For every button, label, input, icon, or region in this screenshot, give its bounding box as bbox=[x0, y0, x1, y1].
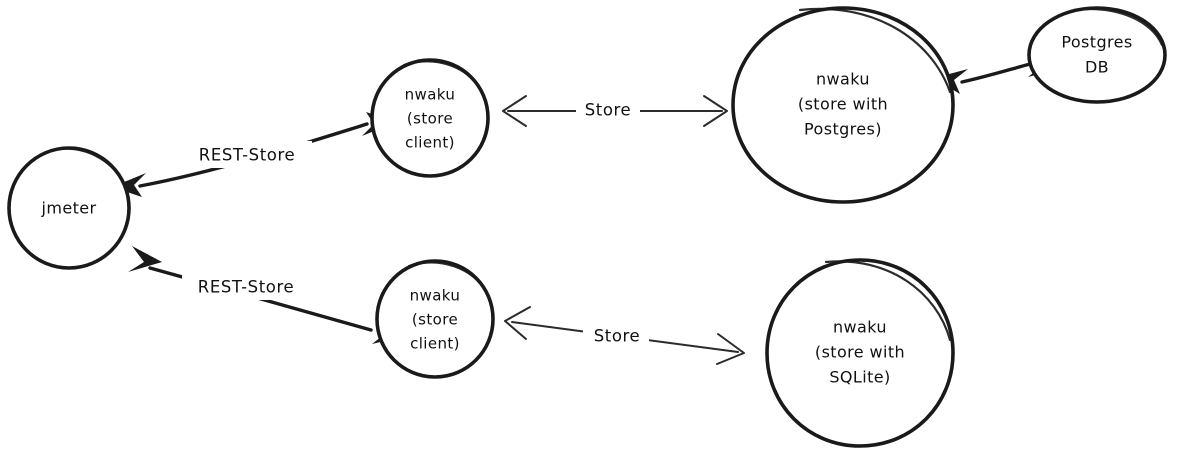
node-label-client-bottom-line3: client) bbox=[410, 335, 460, 353]
edge-label-store-top: Store bbox=[585, 101, 632, 120]
edge-label-bg-rest-store-top bbox=[184, 141, 312, 168]
arrowhead-right-store-bottom bbox=[716, 333, 745, 365]
node-sketch-stroke-sqlite-node bbox=[824, 260, 952, 342]
arrowhead-left-rest-store-top bbox=[112, 173, 146, 197]
arrowhead-left-store-bottom bbox=[504, 306, 531, 340]
edge-label-bg-store-bottom bbox=[583, 323, 649, 349]
edge-store-client-top-to-postgres-node[interactable]: Store bbox=[502, 95, 728, 127]
node-label-postgres-db-line1: Postgres bbox=[1061, 33, 1132, 52]
edge-label-rest-store-top: REST-Store bbox=[199, 146, 296, 165]
node-label-client-top-line2: (store bbox=[407, 110, 453, 128]
node-nwaku-store-client-bottom[interactable]: nwaku (store client) bbox=[375, 259, 495, 379]
edge-jmeter-to-store-client-top[interactable]: REST-Store bbox=[112, 112, 396, 197]
arrowhead-right-store-top bbox=[703, 95, 728, 127]
node-label-sqlite-node-line2: (store with bbox=[815, 343, 905, 362]
node-sketch-stroke-postgres-db bbox=[1072, 8, 1164, 47]
edge-label-bg-store-top bbox=[576, 98, 640, 124]
node-label-client-top-line1: nwaku bbox=[405, 86, 456, 104]
arrowhead-left-store-top bbox=[502, 95, 527, 127]
arrowhead-left-rest-store-bottom bbox=[128, 246, 162, 272]
node-label-sqlite-node-line3: SQLite) bbox=[829, 368, 890, 387]
node-postgres-db[interactable]: Postgres DB bbox=[1027, 6, 1167, 104]
node-label-postgres-node-line3: Postgres) bbox=[804, 120, 882, 139]
node-sketch-stroke-postgres-node bbox=[798, 7, 952, 94]
node-label-postgres-node-line2: (store with bbox=[798, 95, 888, 114]
edge-jmeter-to-store-client-bottom[interactable]: REST-Store bbox=[128, 246, 406, 344]
node-shape-nwaku-store-postgres bbox=[731, 6, 955, 204]
node-nwaku-store-sqlite[interactable]: nwaku (store with SQLite) bbox=[765, 258, 955, 448]
node-label-client-top-line3: client) bbox=[405, 134, 455, 152]
node-nwaku-store-postgres[interactable]: nwaku (store with Postgres) bbox=[731, 6, 955, 204]
node-jmeter[interactable]: jmeter bbox=[7, 146, 131, 270]
node-label-client-bottom-line1: nwaku bbox=[410, 287, 461, 305]
edge-label-store-bottom: Store bbox=[594, 327, 641, 346]
node-label-jmeter: jmeter bbox=[41, 199, 97, 218]
node-sketch-stroke-client-top bbox=[402, 60, 484, 94]
edge-label-bg-rest-store-bottom bbox=[182, 273, 310, 300]
node-sketch-stroke-jmeter bbox=[55, 147, 125, 184]
node-shape-nwaku-store-sqlite bbox=[765, 258, 955, 448]
node-shape-postgres-db bbox=[1027, 6, 1167, 104]
node-label-postgres-node-line1: nwaku bbox=[816, 70, 870, 89]
edge-label-rest-store-bottom: REST-Store bbox=[198, 278, 295, 297]
node-label-client-bottom-line2: (store bbox=[412, 311, 458, 329]
edge-store-client-bottom-to-sqlite-node[interactable]: Store bbox=[504, 306, 745, 365]
node-nwaku-store-client-top[interactable]: nwaku (store client) bbox=[370, 58, 490, 178]
node-label-postgres-db-line2: DB bbox=[1085, 58, 1109, 77]
node-label-sqlite-node-line1: nwaku bbox=[833, 318, 887, 337]
node-sketch-stroke-client-bottom bbox=[407, 261, 489, 295]
edge-line-postgres-db bbox=[960, 62, 1032, 84]
